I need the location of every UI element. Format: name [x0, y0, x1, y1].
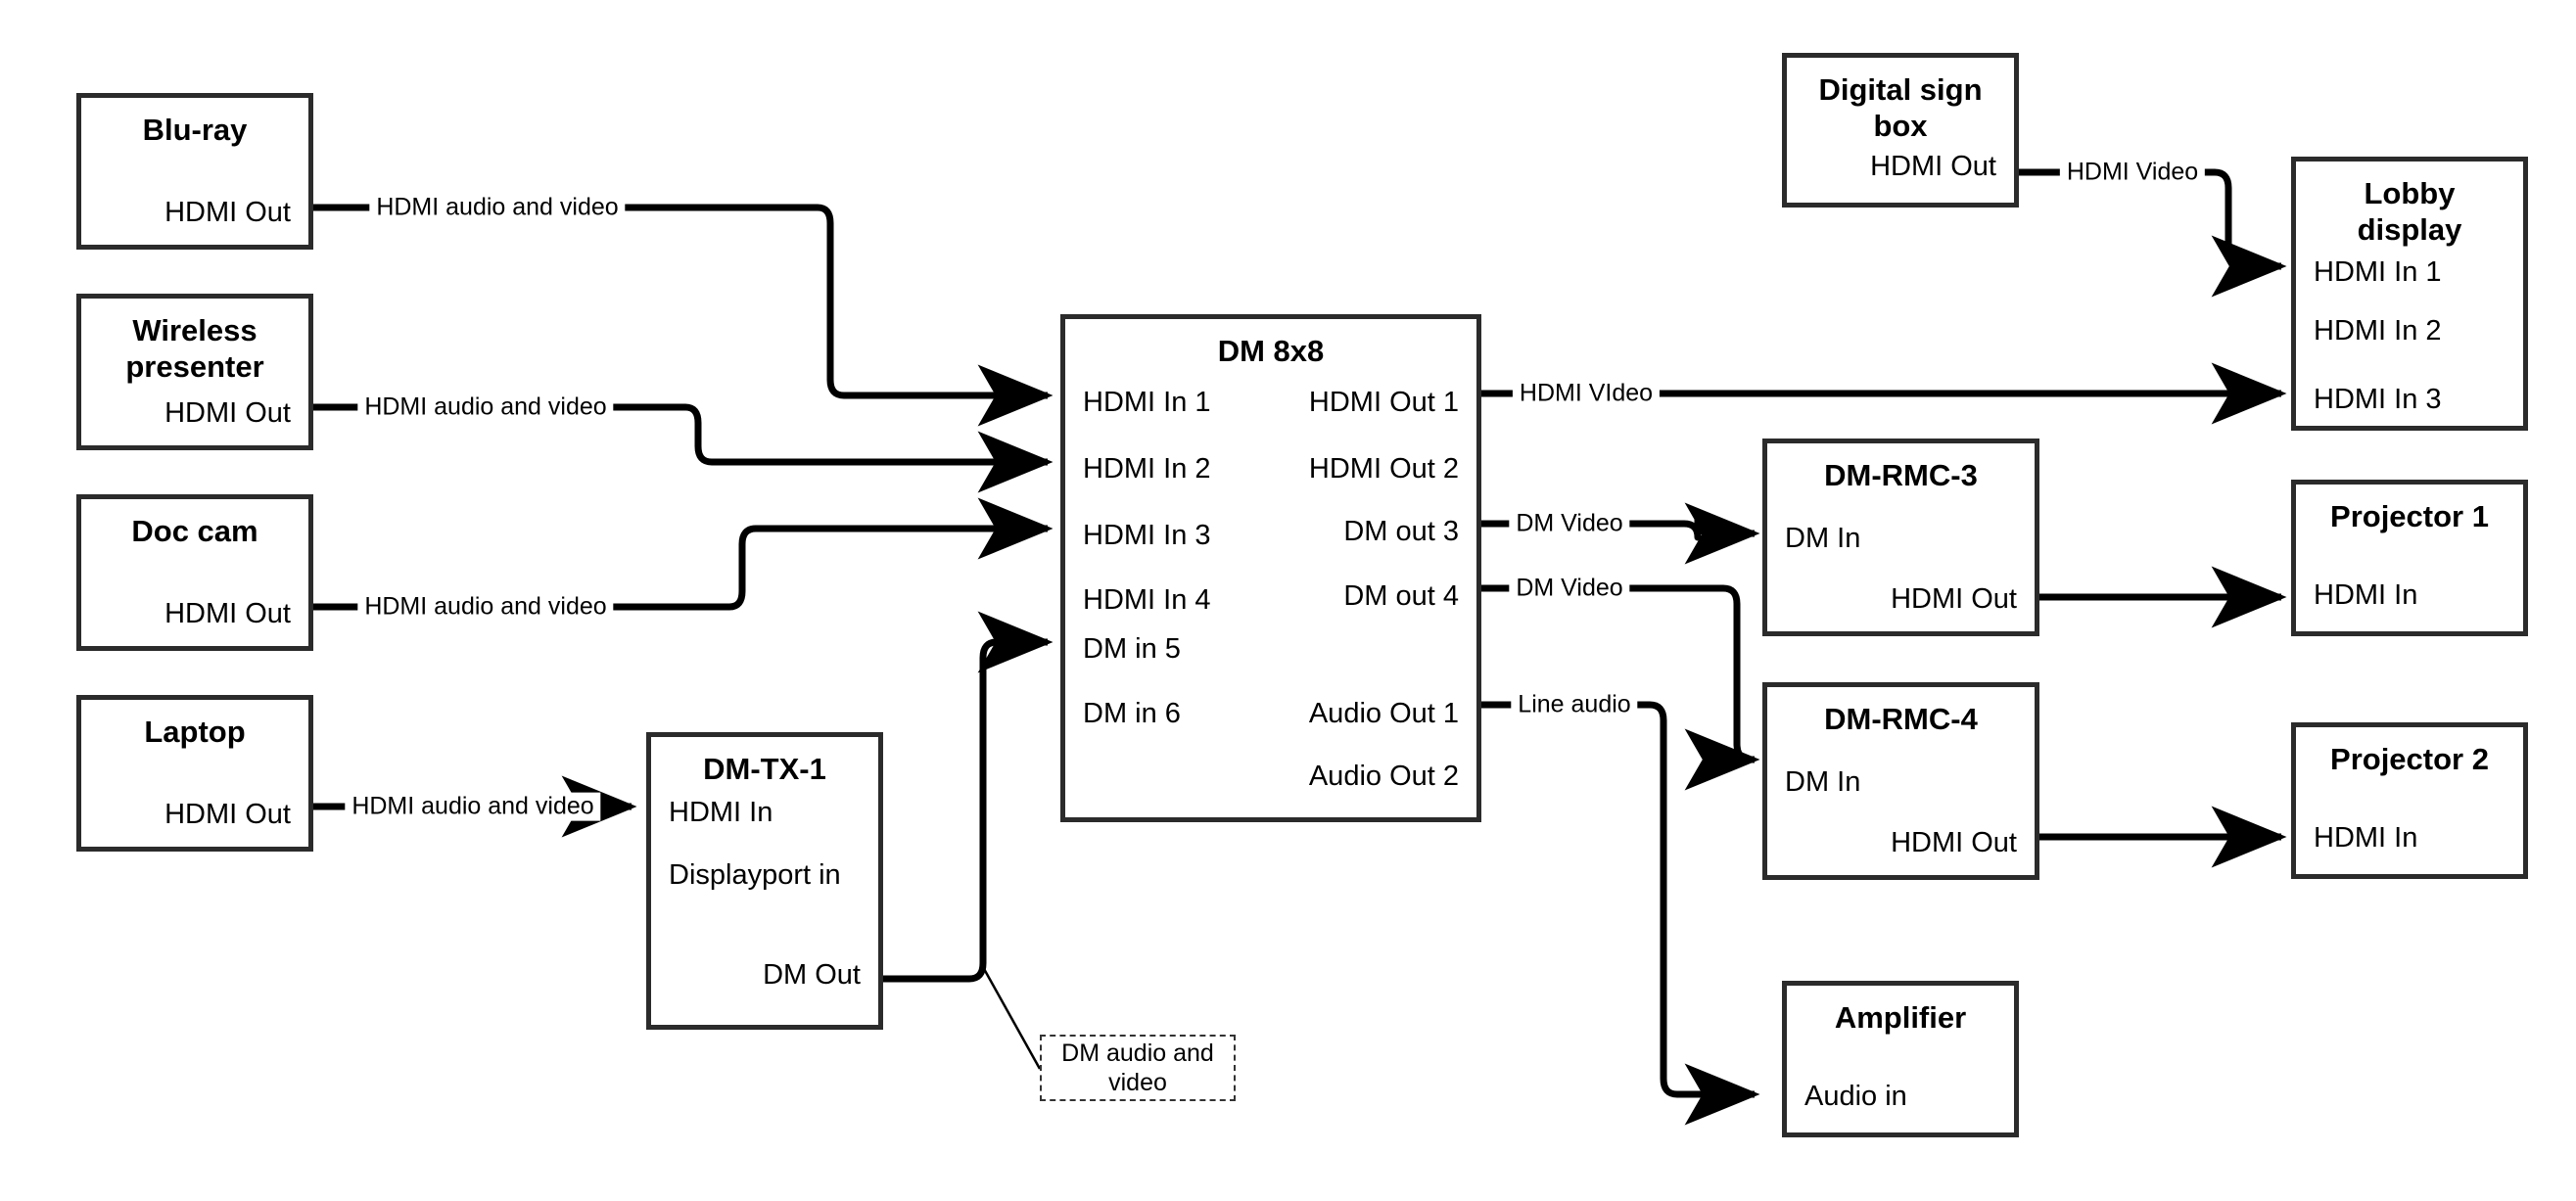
- device-title: Wireless presenter: [125, 313, 264, 385]
- port-audio-out-2[interactable]: Audio Out 2: [1308, 761, 1459, 792]
- device-title: DM-TX-1: [703, 752, 826, 786]
- wire-wireless-to-hdmi-in-2: [313, 403, 1054, 493]
- port-dm-out-3[interactable]: DM out 3: [1343, 516, 1459, 547]
- port-hdmi-out[interactable]: HDMI Out: [1891, 583, 2017, 615]
- wire-audio-out-1-to-amplifier: [1481, 701, 1760, 1126]
- port-audio-out-1[interactable]: Audio Out 1: [1308, 698, 1459, 729]
- device-title: Digital sign box: [1818, 72, 1983, 144]
- wire-digitalsign-to-lobby-in-1: [2019, 168, 2287, 298]
- edge-label-wireless-to-hdmi-in-2: HDMI audio and video: [357, 393, 614, 422]
- device-title: DM 8x8: [1217, 334, 1325, 368]
- callout-text: DM audio and video: [1061, 1039, 1214, 1096]
- port-hdmi-out[interactable]: HDMI Out: [164, 197, 291, 228]
- port-dm-in-5[interactable]: DM in 5: [1083, 633, 1181, 665]
- port-hdmi-out[interactable]: HDMI Out: [1870, 151, 1996, 182]
- device-wireless-presenter[interactable]: Wireless presenter HDMI Out: [76, 294, 313, 450]
- device-laptop[interactable]: Laptop HDMI Out: [76, 695, 313, 852]
- port-hdmi-in-1[interactable]: HDMI In 1: [2314, 256, 2442, 288]
- port-dm-in-6[interactable]: DM in 6: [1083, 698, 1181, 729]
- edge-label-digitalsign-to-lobby: HDMI Video: [2059, 158, 2206, 187]
- device-dm-tx-1[interactable]: DM-TX-1 HDMI In Displayport in DM Out: [646, 732, 883, 1030]
- device-lobby-display[interactable]: Lobby display HDMI In 1 HDMI In 2 HDMI I…: [2291, 157, 2528, 431]
- port-hdmi-in[interactable]: HDMI In: [669, 797, 773, 828]
- edge-label-dm-out-3-to-rmc3: DM Video: [1509, 509, 1630, 538]
- port-hdmi-in-2[interactable]: HDMI In 2: [1083, 453, 1211, 485]
- port-dm-in[interactable]: DM In: [1785, 766, 1861, 798]
- port-hdmi-in-3[interactable]: HDMI In 3: [2314, 384, 2442, 415]
- port-dm-out-4[interactable]: DM out 4: [1343, 580, 1459, 612]
- port-hdmi-out-1[interactable]: HDMI Out 1: [1308, 387, 1459, 418]
- edge-label-audio-out-1-to-amplifier: Line audio: [1511, 690, 1638, 719]
- edge-label-bluray-to-hdmi-in-1: HDMI audio and video: [369, 193, 626, 222]
- device-dm-rmc-3[interactable]: DM-RMC-3 DM In HDMI Out: [1762, 439, 2039, 636]
- port-hdmi-out[interactable]: HDMI Out: [164, 799, 291, 830]
- port-hdmi-in[interactable]: HDMI In: [2314, 822, 2418, 854]
- port-hdmi-in-1[interactable]: HDMI In 1: [1083, 387, 1211, 418]
- device-title: DM-RMC-4: [1824, 702, 1978, 736]
- port-dm-out[interactable]: DM Out: [763, 959, 861, 991]
- device-projector-2[interactable]: Projector 2 HDMI In: [2291, 722, 2528, 879]
- port-hdmi-in[interactable]: HDMI In: [2314, 579, 2418, 611]
- device-dm-rmc-4[interactable]: DM-RMC-4 DM In HDMI Out: [1762, 682, 2039, 880]
- device-doc-cam[interactable]: Doc cam HDMI Out: [76, 494, 313, 651]
- callout-dm-audio-and-video: DM audio and video: [1040, 1035, 1236, 1101]
- port-hdmi-in-3[interactable]: HDMI In 3: [1083, 520, 1211, 551]
- device-title: Blu-ray: [142, 113, 248, 147]
- port-displayport-in[interactable]: Displayport in: [669, 859, 841, 891]
- port-hdmi-out[interactable]: HDMI Out: [164, 598, 291, 629]
- device-bluray[interactable]: Blu-ray HDMI Out: [76, 93, 313, 250]
- device-dm-8x8[interactable]: DM 8x8 HDMI In 1 HDMI In 2 HDMI In 3 HDM…: [1060, 314, 1481, 822]
- device-title: Lobby display: [2357, 176, 2462, 248]
- wire-dm-out-3-to-rmc3: [1481, 502, 1760, 565]
- edge-label-laptop-to-dmtx1: HDMI audio and video: [345, 792, 601, 821]
- device-title: Doc cam: [131, 514, 258, 548]
- port-hdmi-in-4[interactable]: HDMI In 4: [1083, 584, 1211, 616]
- wire-dmtx1-to-dm-in-5: [883, 611, 1054, 983]
- callout-leader-line: [981, 966, 1042, 1070]
- edge-label-doccam-to-hdmi-in-3: HDMI audio and video: [357, 592, 614, 622]
- device-title: Laptop: [144, 715, 246, 749]
- device-projector-1[interactable]: Projector 1 HDMI In: [2291, 480, 2528, 636]
- port-hdmi-out[interactable]: HDMI Out: [164, 397, 291, 429]
- port-hdmi-in-2[interactable]: HDMI In 2: [2314, 315, 2442, 346]
- device-title: Projector 1: [2330, 499, 2489, 533]
- edge-label-hdmi-out-1-to-lobby: HDMI VIdeo: [1512, 379, 1661, 408]
- port-hdmi-out[interactable]: HDMI Out: [1891, 827, 2017, 858]
- port-dm-in[interactable]: DM In: [1785, 523, 1861, 554]
- wire-doccam-to-hdmi-in-3: [313, 497, 1054, 611]
- wire-bluray-to-hdmi-in-1: [313, 204, 1054, 427]
- port-audio-in[interactable]: Audio in: [1804, 1081, 1907, 1112]
- device-title: Projector 2: [2330, 742, 2489, 776]
- device-digital-sign-box[interactable]: Digital sign box HDMI Out: [1782, 53, 2019, 208]
- port-hdmi-out-2[interactable]: HDMI Out 2: [1308, 453, 1459, 485]
- device-title: Amplifier: [1834, 1000, 1967, 1035]
- wire-dm-out-4-to-rmc4: [1481, 584, 1760, 791]
- device-title: DM-RMC-3: [1824, 458, 1978, 492]
- edge-label-dm-out-4-to-rmc4: DM Video: [1509, 574, 1630, 603]
- device-amplifier[interactable]: Amplifier Audio in: [1782, 981, 2019, 1137]
